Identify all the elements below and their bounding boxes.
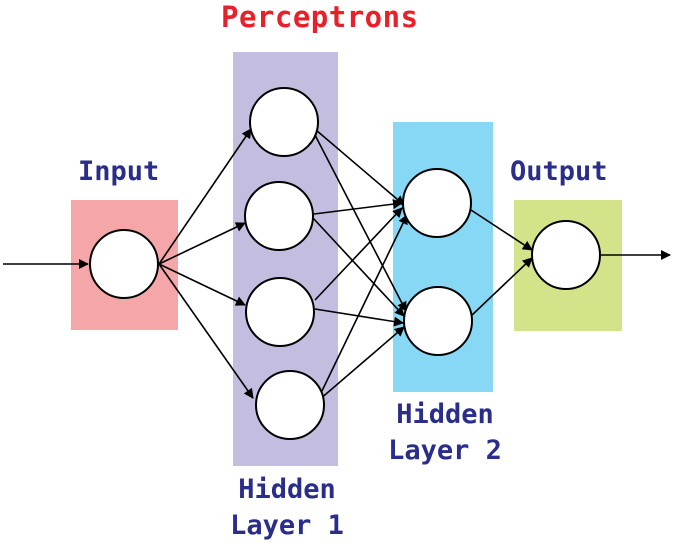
edge-in-h1-1 — [158, 128, 252, 265]
edge-h1-3-h2-1 — [314, 207, 403, 301]
hidden1-node-3 — [245, 277, 315, 347]
output-layer-label: Output — [510, 156, 608, 187]
edge-h1-1-h2-1 — [315, 129, 405, 206]
diagram-title: Perceptrons — [221, 0, 419, 34]
edge-h1-2-h2-2 — [312, 217, 405, 317]
hidden2-node-1 — [402, 168, 472, 238]
edge-h2-1-out — [470, 209, 533, 251]
hidden-layer-2-label: Hidden Layer 2 — [380, 397, 510, 469]
hidden1-node-4 — [255, 370, 325, 440]
edge-h1-1-h2-2 — [314, 134, 407, 312]
output-node — [531, 220, 601, 290]
input-node — [89, 229, 159, 299]
input-layer-label: Input — [78, 156, 160, 187]
hidden-layer-2-label-line1: Hidden — [396, 399, 494, 430]
hidden-layer-1-label: Hidden Layer 1 — [222, 472, 352, 544]
edge-h1-3-h2-2 — [314, 308, 404, 327]
edge-h1-4-h2-2 — [318, 326, 405, 401]
hidden1-node-1 — [249, 87, 319, 157]
hidden2-node-2 — [403, 286, 473, 356]
hidden-layer-1-label-line1: Hidden — [238, 474, 336, 505]
edge-in-h1-3 — [158, 263, 246, 306]
edge-in-h1-2 — [158, 222, 246, 265]
connections — [3, 128, 671, 401]
edge-h1-4-h2-1 — [319, 214, 408, 396]
edge-in-h1-4 — [158, 263, 254, 399]
hidden1-node-2 — [244, 181, 314, 251]
edge-h1-2-h2-1 — [313, 199, 403, 215]
hidden-layer-2-label-line2: Layer 2 — [388, 435, 502, 466]
hidden-layer-1-label-line2: Layer 1 — [230, 510, 344, 541]
edge-h2-2-out — [470, 257, 533, 317]
